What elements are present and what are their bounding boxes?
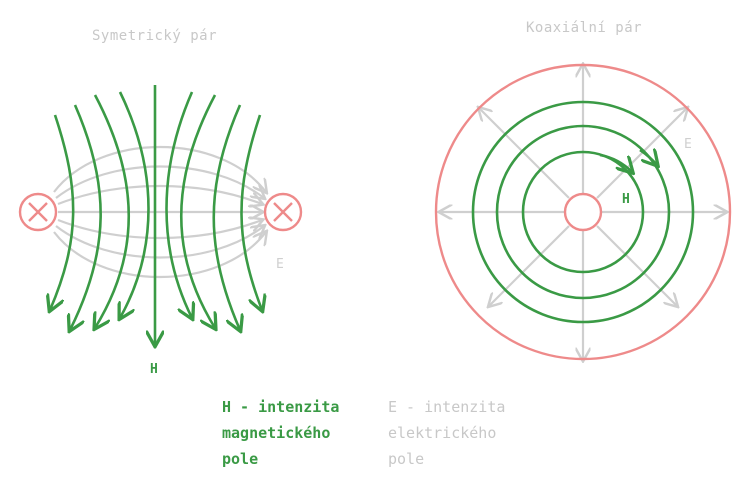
legend-magnetic: H - intenzita magnetického pole: [222, 398, 340, 468]
h-field-line: [165, 91, 193, 318]
h-circle: [495, 124, 671, 300]
e-radial-line: [596, 225, 677, 306]
h-circle-arrow: [639, 150, 657, 165]
e-label-coaxial: E: [684, 137, 692, 152]
symmetric-magnetic-field-lines: [50, 85, 262, 345]
inner-conductor: [563, 192, 603, 232]
e-field-line: [55, 165, 264, 199]
h-label-coaxial: H: [622, 192, 630, 207]
cross-in-circle-icon: [263, 192, 303, 232]
h-field-line: [212, 104, 240, 330]
coaxial-pair-title: Koaxiální pár: [526, 20, 643, 36]
legend-electric: E - intenzita elektrického pole: [388, 398, 506, 468]
coaxial-magnetic-field-lines: [471, 100, 695, 324]
outer-conductor: [434, 63, 732, 361]
h-field-line: [240, 114, 262, 310]
h-circle: [521, 150, 645, 274]
symmetric-electric-field-lines: [53, 146, 266, 278]
h-field-line: [70, 104, 102, 330]
h-field-line: [180, 94, 215, 328]
h-label-symmetric: H: [150, 362, 158, 377]
e-field-line: [55, 226, 264, 259]
h-circle: [471, 100, 695, 324]
h-field-line: [120, 91, 150, 318]
h-field-line: [50, 114, 75, 310]
e-field-line: [57, 184, 262, 204]
e-label-symmetric: E: [276, 257, 284, 272]
e-radial-line: [489, 225, 570, 306]
e-field-line: [57, 220, 262, 240]
h-circle-arrow: [599, 153, 632, 172]
cross-in-circle-icon: [18, 192, 58, 232]
e-radial-line: [479, 108, 570, 199]
h-field-line: [95, 94, 130, 328]
symmetric-pair-title: Symetrický pár: [92, 28, 218, 44]
e-radial-line: [596, 108, 687, 199]
